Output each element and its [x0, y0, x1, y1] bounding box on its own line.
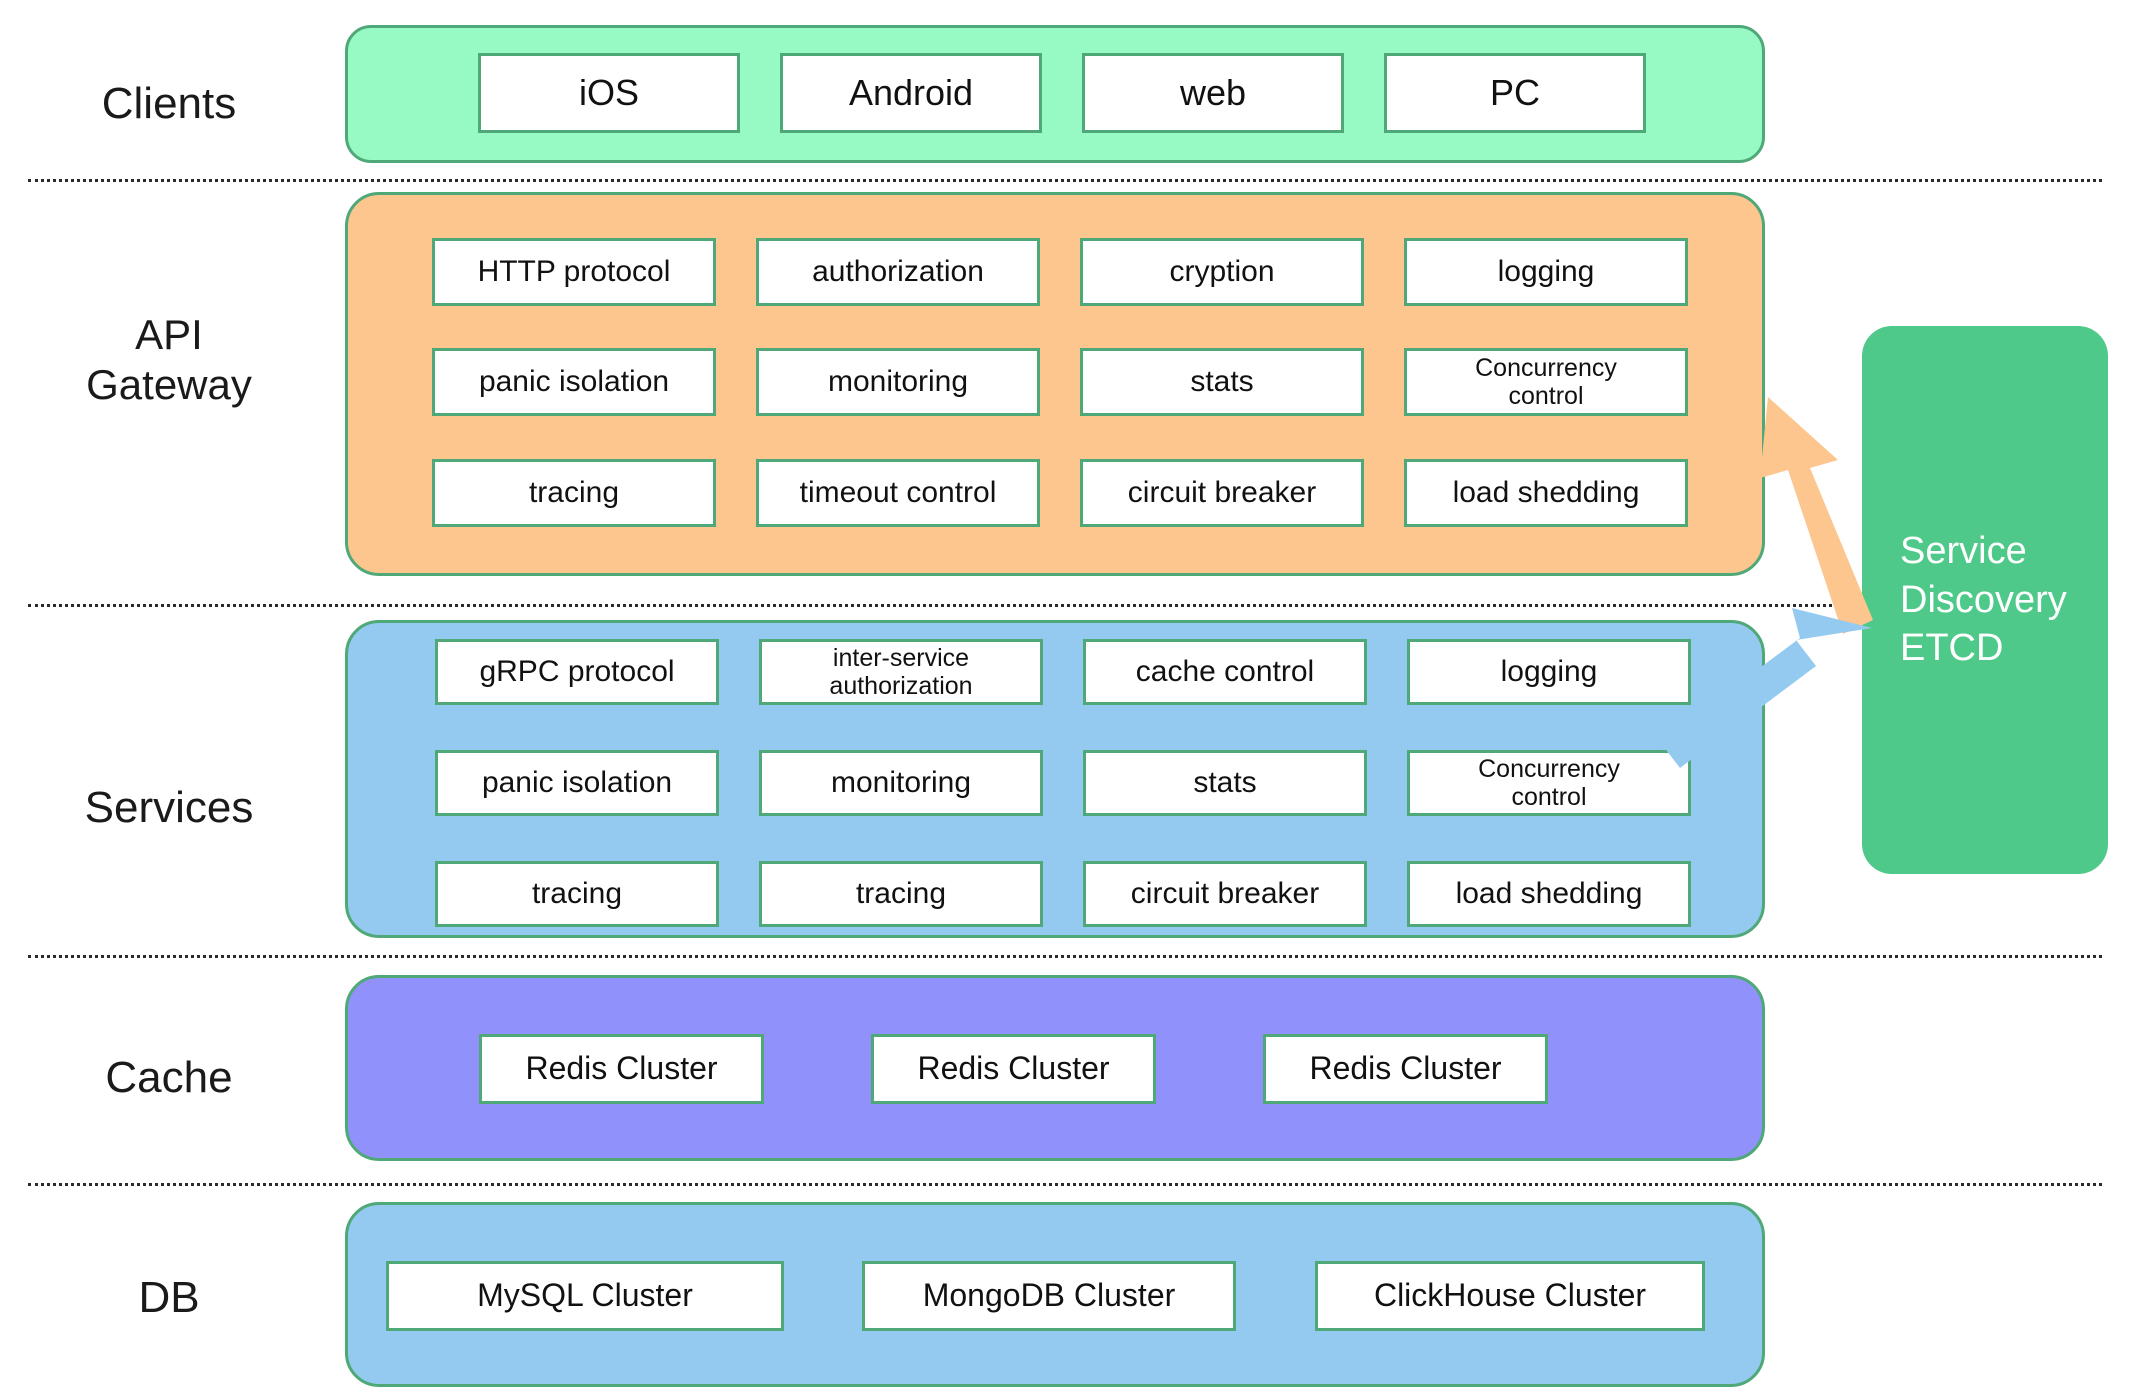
separator-services-cache	[28, 955, 2102, 958]
gateway-cell-tracing[interactable]: tracing	[432, 459, 716, 527]
gateway-cell-monitoring[interactable]: monitoring	[756, 348, 1040, 416]
cache-cell-redis-cluster-1[interactable]: Redis Cluster	[479, 1034, 764, 1104]
service-cell-concurrency-control[interactable]: Concurrency control	[1407, 750, 1691, 816]
tier-label-services: Services	[84, 783, 254, 832]
gateway-cell-cryption[interactable]: cryption	[1080, 238, 1364, 306]
service-cell-stats[interactable]: stats	[1083, 750, 1367, 816]
service-cell-panic-isolation[interactable]: panic isolation	[435, 750, 719, 816]
cache-cell-redis-cluster-3[interactable]: Redis Cluster	[1263, 1034, 1548, 1104]
gateway-cell-panic-isolation[interactable]: panic isolation	[432, 348, 716, 416]
gateway-cell-timeout-control[interactable]: timeout control	[756, 459, 1040, 527]
service-cell-monitoring[interactable]: monitoring	[759, 750, 1043, 816]
gateway-cell-load-shedding[interactable]: load shedding	[1404, 459, 1688, 527]
gateway-cell-http-protocol[interactable]: HTTP protocol	[432, 238, 716, 306]
tier-label-db: DB	[138, 1273, 200, 1322]
client-cell-pc[interactable]: PC	[1384, 53, 1646, 133]
gateway-cell-authorization[interactable]: authorization	[756, 238, 1040, 306]
client-cell-ios[interactable]: iOS	[478, 53, 740, 133]
separator-clients-gateway	[28, 179, 2102, 182]
tier-label-clients: Clients	[101, 79, 237, 128]
arrow-gateway-to-discovery	[1760, 397, 1873, 634]
service-cell-logging[interactable]: logging	[1407, 639, 1691, 705]
db-cell-mysql-cluster[interactable]: MySQL Cluster	[386, 1261, 784, 1331]
service-cell-cache-control[interactable]: cache control	[1083, 639, 1367, 705]
db-cell-clickhouse-cluster[interactable]: ClickHouse Cluster	[1315, 1261, 1705, 1331]
client-cell-android[interactable]: Android	[780, 53, 1042, 133]
gateway-cell-stats[interactable]: stats	[1080, 348, 1364, 416]
service-cell-load-shedding[interactable]: load shedding	[1407, 861, 1691, 927]
db-cell-mongodb-cluster[interactable]: MongoDB Cluster	[862, 1261, 1236, 1331]
gateway-cell-concurrency-control[interactable]: Concurrency control	[1404, 348, 1688, 416]
tier-label-cache: Cache	[105, 1053, 233, 1102]
service-cell-circuit-breaker[interactable]: circuit breaker	[1083, 861, 1367, 927]
service-cell-tracing-1[interactable]: tracing	[435, 861, 719, 927]
service-cell-inter-service-authorization[interactable]: inter-service authorization	[759, 639, 1043, 705]
service-cell-tracing-2[interactable]: tracing	[759, 861, 1043, 927]
gateway-cell-circuit-breaker[interactable]: circuit breaker	[1080, 459, 1364, 527]
service-cell-grpc-protocol[interactable]: gRPC protocol	[435, 639, 719, 705]
separator-cache-db	[28, 1183, 2102, 1186]
gateway-cell-logging[interactable]: logging	[1404, 238, 1688, 306]
cache-cell-redis-cluster-2[interactable]: Redis Cluster	[871, 1034, 1156, 1104]
separator-gateway-services	[28, 604, 2102, 607]
service-discovery-etcd[interactable]: Service Discovery ETCD	[1862, 326, 2108, 874]
tier-label-api-gateway: API Gateway	[86, 311, 252, 408]
client-cell-web[interactable]: web	[1082, 53, 1344, 133]
